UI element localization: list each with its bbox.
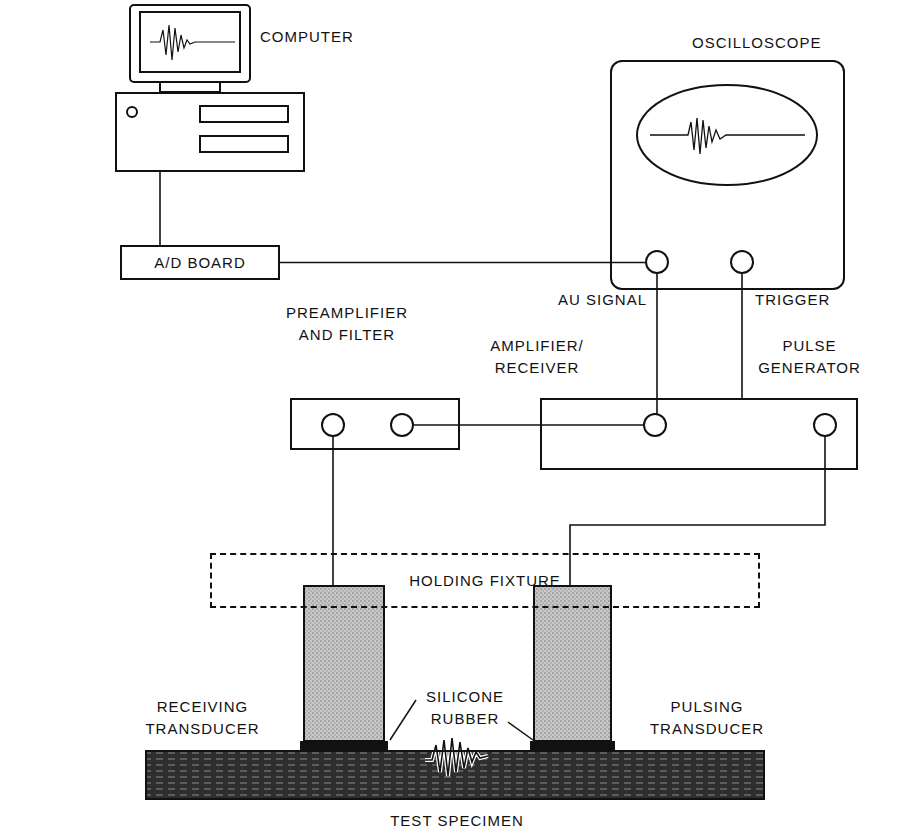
amplifier-pulser-box: AMPLIFIER/ RECEIVERPULSE GENERATOR xyxy=(540,398,858,470)
computer-case: COMPUTER xyxy=(115,92,305,172)
port xyxy=(644,414,666,436)
part-label: AMPLIFIER/ RECEIVER xyxy=(472,335,602,379)
part-label: PREAMPLIFIER AND FILTER xyxy=(282,302,412,346)
signal-cable xyxy=(332,436,334,585)
part-label: COMPUTER xyxy=(260,26,390,48)
pulsing-transducer: PULSING TRANSDUCER xyxy=(533,585,612,742)
power-button xyxy=(127,107,137,117)
signal-name: TRIGGER xyxy=(755,290,855,310)
drive-slot xyxy=(200,136,288,152)
wave-halo xyxy=(425,738,488,776)
part-label: OSCILLOSCOPE xyxy=(692,32,852,54)
callout-label: SILICONE RUBBER xyxy=(405,686,525,730)
monitor-stand xyxy=(160,82,220,92)
transducer-fill xyxy=(303,585,385,742)
port xyxy=(814,414,836,436)
port xyxy=(322,414,344,436)
leader-line xyxy=(390,700,416,740)
leader-line xyxy=(508,722,533,740)
part-label: TEST SPECIMEN xyxy=(357,810,557,832)
ultrasonic-wave xyxy=(425,738,488,776)
drive-slot xyxy=(200,106,288,122)
signal-cable xyxy=(413,424,644,426)
signal-cable xyxy=(656,273,658,414)
part-label: PULSE GENERATOR xyxy=(752,335,867,379)
monitor-waveform xyxy=(150,25,235,60)
port xyxy=(646,251,668,273)
port xyxy=(731,251,753,273)
box-label: A/D BOARD xyxy=(154,252,246,274)
part-label: PULSING TRANSDUCER xyxy=(632,696,782,740)
ports xyxy=(322,251,836,436)
ad-board-box: A/D BOARD xyxy=(120,245,280,280)
signal-cable xyxy=(741,273,743,398)
signal-cable xyxy=(570,436,825,585)
signal-cable xyxy=(280,262,646,264)
monitor-frame xyxy=(130,5,250,82)
monitor-screen xyxy=(140,12,240,72)
silicone-pad xyxy=(300,741,388,750)
oscilloscope-box: OSCILLOSCOPE xyxy=(610,60,845,290)
preamplifier-box: PREAMPLIFIER AND FILTER xyxy=(290,398,460,450)
test-specimen: TEST SPECIMEN xyxy=(145,750,765,800)
port xyxy=(391,414,413,436)
scope-waveform xyxy=(650,118,805,154)
signal-name: AU SIGNAL xyxy=(535,290,647,310)
box-label: HOLDING FIXTURE xyxy=(409,570,561,592)
monitor xyxy=(130,5,250,92)
holding-fixture: HOLDING FIXTURE xyxy=(210,553,760,608)
transducer-fill xyxy=(533,585,612,742)
receiving-transducer: RECEIVING TRANSDUCER xyxy=(303,585,385,742)
part-label: RECEIVING TRANSDUCER xyxy=(130,696,275,740)
silicone-pad xyxy=(530,741,615,750)
scope-screen xyxy=(637,85,817,185)
signal-cable xyxy=(159,172,161,245)
